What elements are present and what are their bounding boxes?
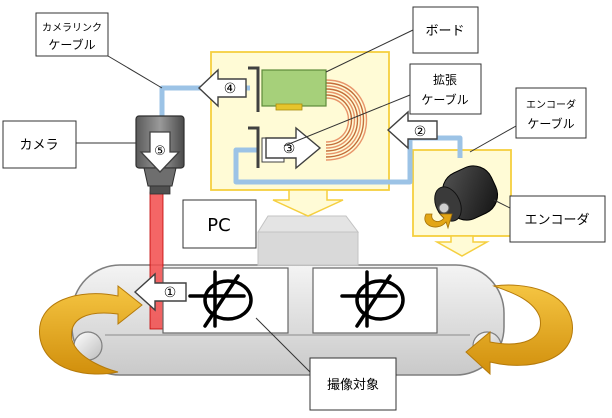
camera-beam (149, 191, 164, 330)
encoder-cable-label-2: ケーブル (527, 116, 574, 131)
step-4-arrow: ④ (197, 68, 247, 108)
step-4-label: ④ (224, 81, 237, 97)
pc-label: PC (207, 215, 230, 236)
camera: ⑤ (135, 115, 185, 195)
encoder-rotation-arrow (424, 213, 453, 230)
leader-board (325, 29, 414, 73)
camera-lens-tip (149, 185, 171, 195)
step-5-arrow (139, 131, 181, 173)
board-bracket-top (248, 66, 260, 112)
leader-lines (76, 29, 517, 373)
target-label: 撮像対象 (327, 377, 379, 393)
board (248, 66, 368, 168)
rotation-arrow-left (39, 284, 143, 375)
leader-extension (283, 94, 411, 147)
encoder-cable-path (233, 135, 463, 185)
encoder (424, 165, 499, 230)
step-5-label: ⑤ (154, 144, 166, 159)
board-to-pc-arrow (272, 189, 344, 217)
step-1-arrow: ① (133, 272, 187, 312)
rotation-arrow-right (465, 284, 573, 376)
target-symbol-right (340, 270, 405, 328)
callout-camera-link-cable: カメラリンク ケーブル (35, 12, 109, 57)
pc (257, 215, 359, 266)
board-label: ボード (425, 24, 464, 39)
step-2-label: ② (414, 124, 427, 140)
encoder-cable-label-1: エンコーダ (526, 98, 576, 111)
extension-ribbon-cable (325, 79, 368, 161)
board-connector (275, 103, 303, 111)
board-bracket-bottom (248, 126, 260, 168)
leader-encoder-cable (469, 125, 517, 153)
pc-label-box (182, 199, 257, 249)
target-sheet-left (162, 267, 289, 334)
extension-cable-label-2: ケーブル (421, 92, 468, 107)
camera-lens (143, 167, 177, 187)
callout-encoder: エンコーダ (509, 195, 606, 243)
board-card (261, 69, 327, 107)
encoder-down-arrow (434, 235, 490, 257)
callout-extension-cable: 拡張 ケーブル (409, 63, 482, 115)
extension-cable-label-1: 拡張 (433, 73, 457, 87)
camera-link-cable-label-2: ケーブル (48, 37, 95, 52)
encoder-shaft (438, 202, 450, 214)
callout-board: ボード (412, 6, 479, 54)
callout-encoder-cable: エンコーダ ケーブル (515, 87, 587, 139)
target-sheet-right (312, 267, 438, 334)
leader-camera-link (107, 55, 163, 89)
leader-encoder (493, 199, 511, 209)
leader-target (255, 317, 311, 373)
target-symbol-left (188, 270, 253, 328)
step-3-arrow: ③ (265, 126, 322, 170)
step-2-arrow: ② (386, 110, 438, 150)
encoder-label: エンコーダ (524, 213, 589, 228)
step-3-label: ③ (283, 141, 296, 157)
step-1-label: ① (164, 285, 177, 301)
camera-label: カメラ (19, 138, 58, 153)
callout-camera: カメラ (2, 120, 77, 169)
callout-target: 撮像対象 (309, 357, 397, 411)
camera-link-cable-label-1: カメラリンク (42, 22, 102, 34)
